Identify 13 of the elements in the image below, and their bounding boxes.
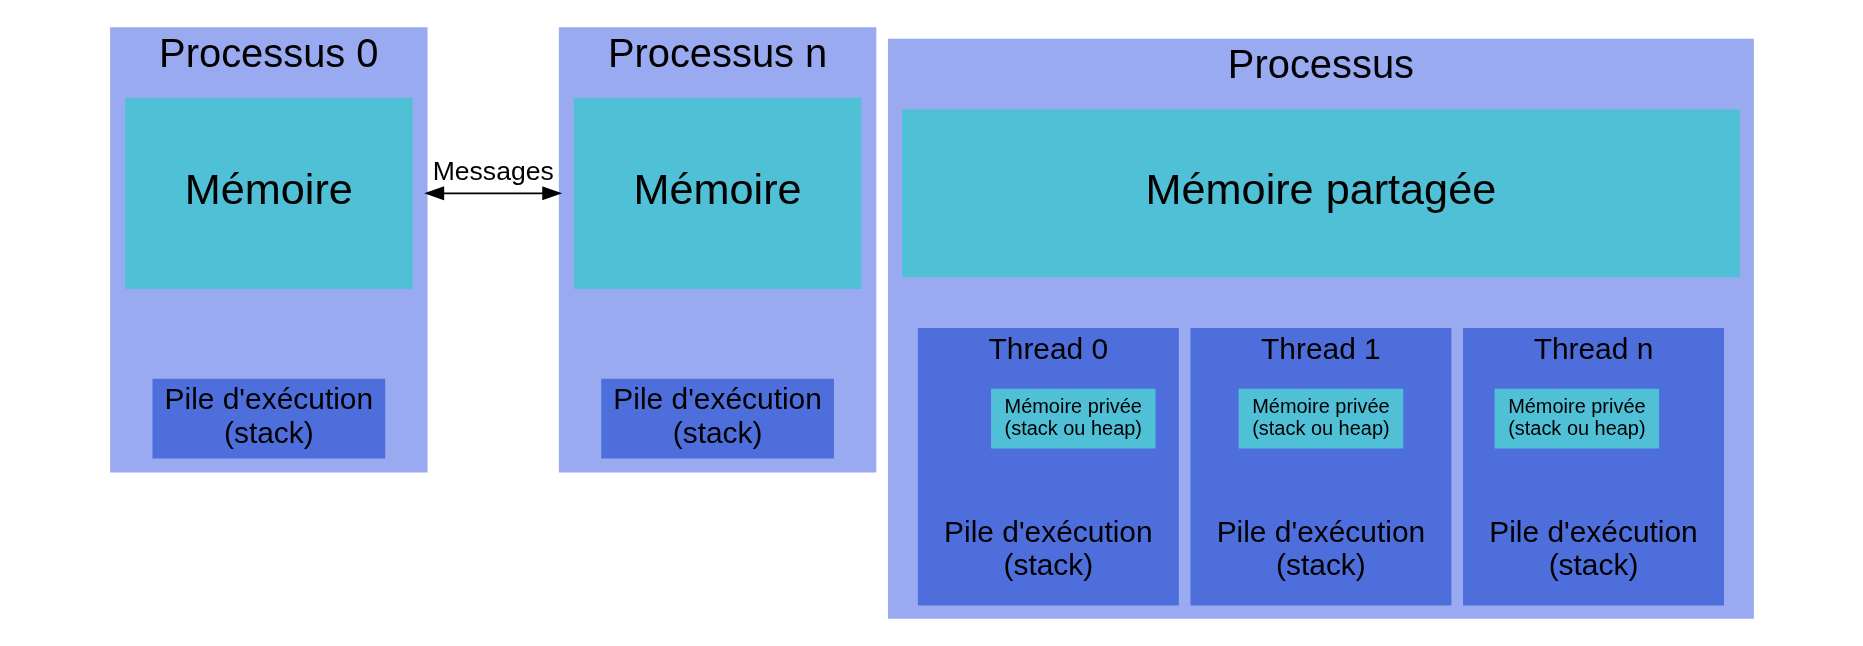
node-box: Pile d'exécution (stack)	[152, 378, 385, 459]
node-box: Mémoire privée (stack ou heap)	[990, 388, 1156, 449]
node-text: Pile d'exécution (stack)	[1216, 515, 1425, 582]
node-box: Mémoire partagée	[901, 109, 1740, 278]
node-box: Mémoire privée (stack ou heap)	[1238, 388, 1403, 449]
arrow	[423, 186, 562, 201]
node-text: Pile d'exécution (stack)	[943, 515, 1153, 582]
edge-label: Messages	[432, 155, 554, 186]
node-text: Pile d'exécution (stack)	[1488, 515, 1698, 582]
node-box: Mémoire privée (stack ou heap)	[1494, 388, 1659, 449]
node-box: Pile d'exécution (stack)	[600, 378, 834, 459]
node-box: Mémoire	[124, 97, 413, 289]
node-box: Mémoire	[573, 97, 861, 289]
